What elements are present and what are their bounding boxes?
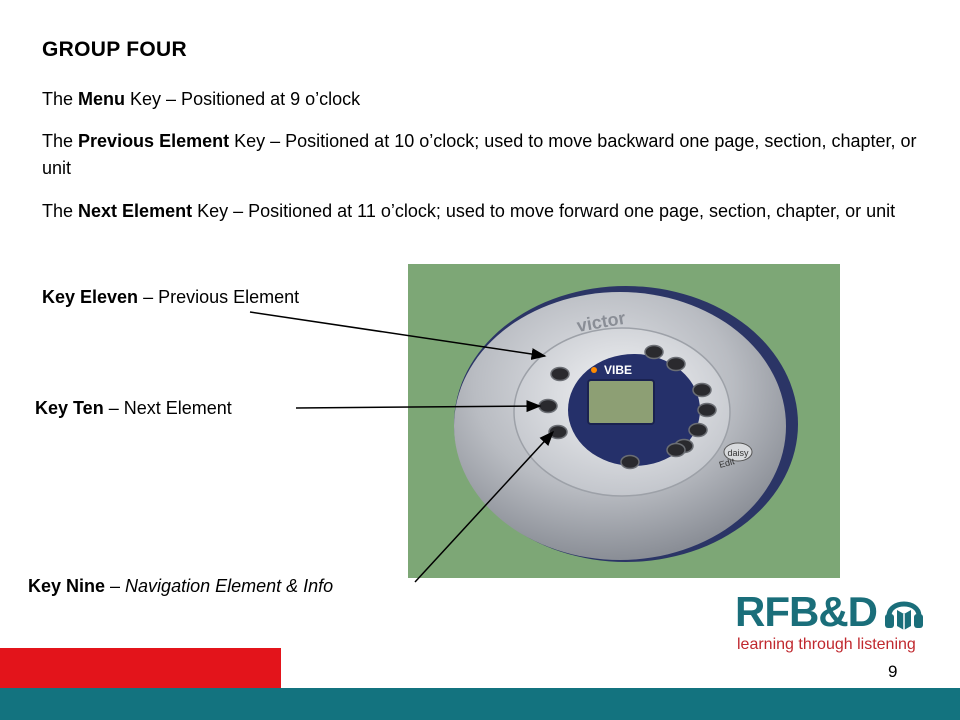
- screen-brand: VIBE: [604, 363, 632, 377]
- indicator-dot: [591, 367, 597, 373]
- key-name: Next Element: [78, 201, 193, 221]
- daisy-badge: daisy: [727, 448, 749, 458]
- next-element-paragraph: The Next Element Key – Positioned at 11 …: [42, 198, 942, 225]
- page-number: 9: [888, 662, 898, 681]
- red-footer-bar: [0, 648, 281, 688]
- key-name: Key Nine: [28, 576, 106, 596]
- paragraph-text: The: [42, 131, 79, 151]
- key-name: Key Eleven: [42, 287, 139, 307]
- menu-key-paragraph: The Menu Key – Positioned at 9 o’clock: [42, 86, 942, 113]
- key-name: Menu: [78, 89, 126, 109]
- key-eleven-label: Key Eleven – Previous Element: [42, 287, 299, 308]
- label-text: –: [105, 576, 126, 596]
- label-text: – Next Element: [103, 398, 232, 418]
- paragraph-text: Key – Positioned at 9 o’clock: [125, 89, 361, 109]
- logo-name: RFB&D: [735, 588, 878, 635]
- key-name: Key Ten: [35, 398, 104, 418]
- paragraph-text: The: [42, 201, 79, 221]
- paragraph-text: Key – Positioned at 10 o’clock; used to …: [42, 131, 917, 178]
- paragraph-text: The: [42, 89, 79, 109]
- victor-vibe-player-illustration: VIBE victor daisy Edit: [454, 286, 798, 562]
- key-name: Previous Element: [78, 131, 230, 151]
- teal-footer-bar: [0, 688, 960, 720]
- label-text: – Previous Element: [138, 287, 300, 307]
- previous-element-paragraph: The Previous Element Key – Positioned at…: [42, 128, 942, 182]
- slide-title: GROUP FOUR: [42, 38, 187, 61]
- logo-tagline: learning through listening: [737, 636, 916, 653]
- edit-label: Edit: [718, 456, 736, 470]
- headphones-book-icon: [885, 601, 923, 630]
- rfbd-logo: RFB&D learning through listening: [735, 588, 935, 658]
- key-nine-label: Key Nine – Navigation Element & Info: [28, 576, 333, 597]
- device-photo: VIBE victor daisy Edit: [408, 264, 840, 578]
- key-ten-label: Key Ten – Next Element: [35, 398, 232, 419]
- paragraph-text: Key – Positioned at 11 o’clock; used to …: [192, 201, 896, 221]
- label-italic-text: Navigation Element & Info: [125, 576, 334, 596]
